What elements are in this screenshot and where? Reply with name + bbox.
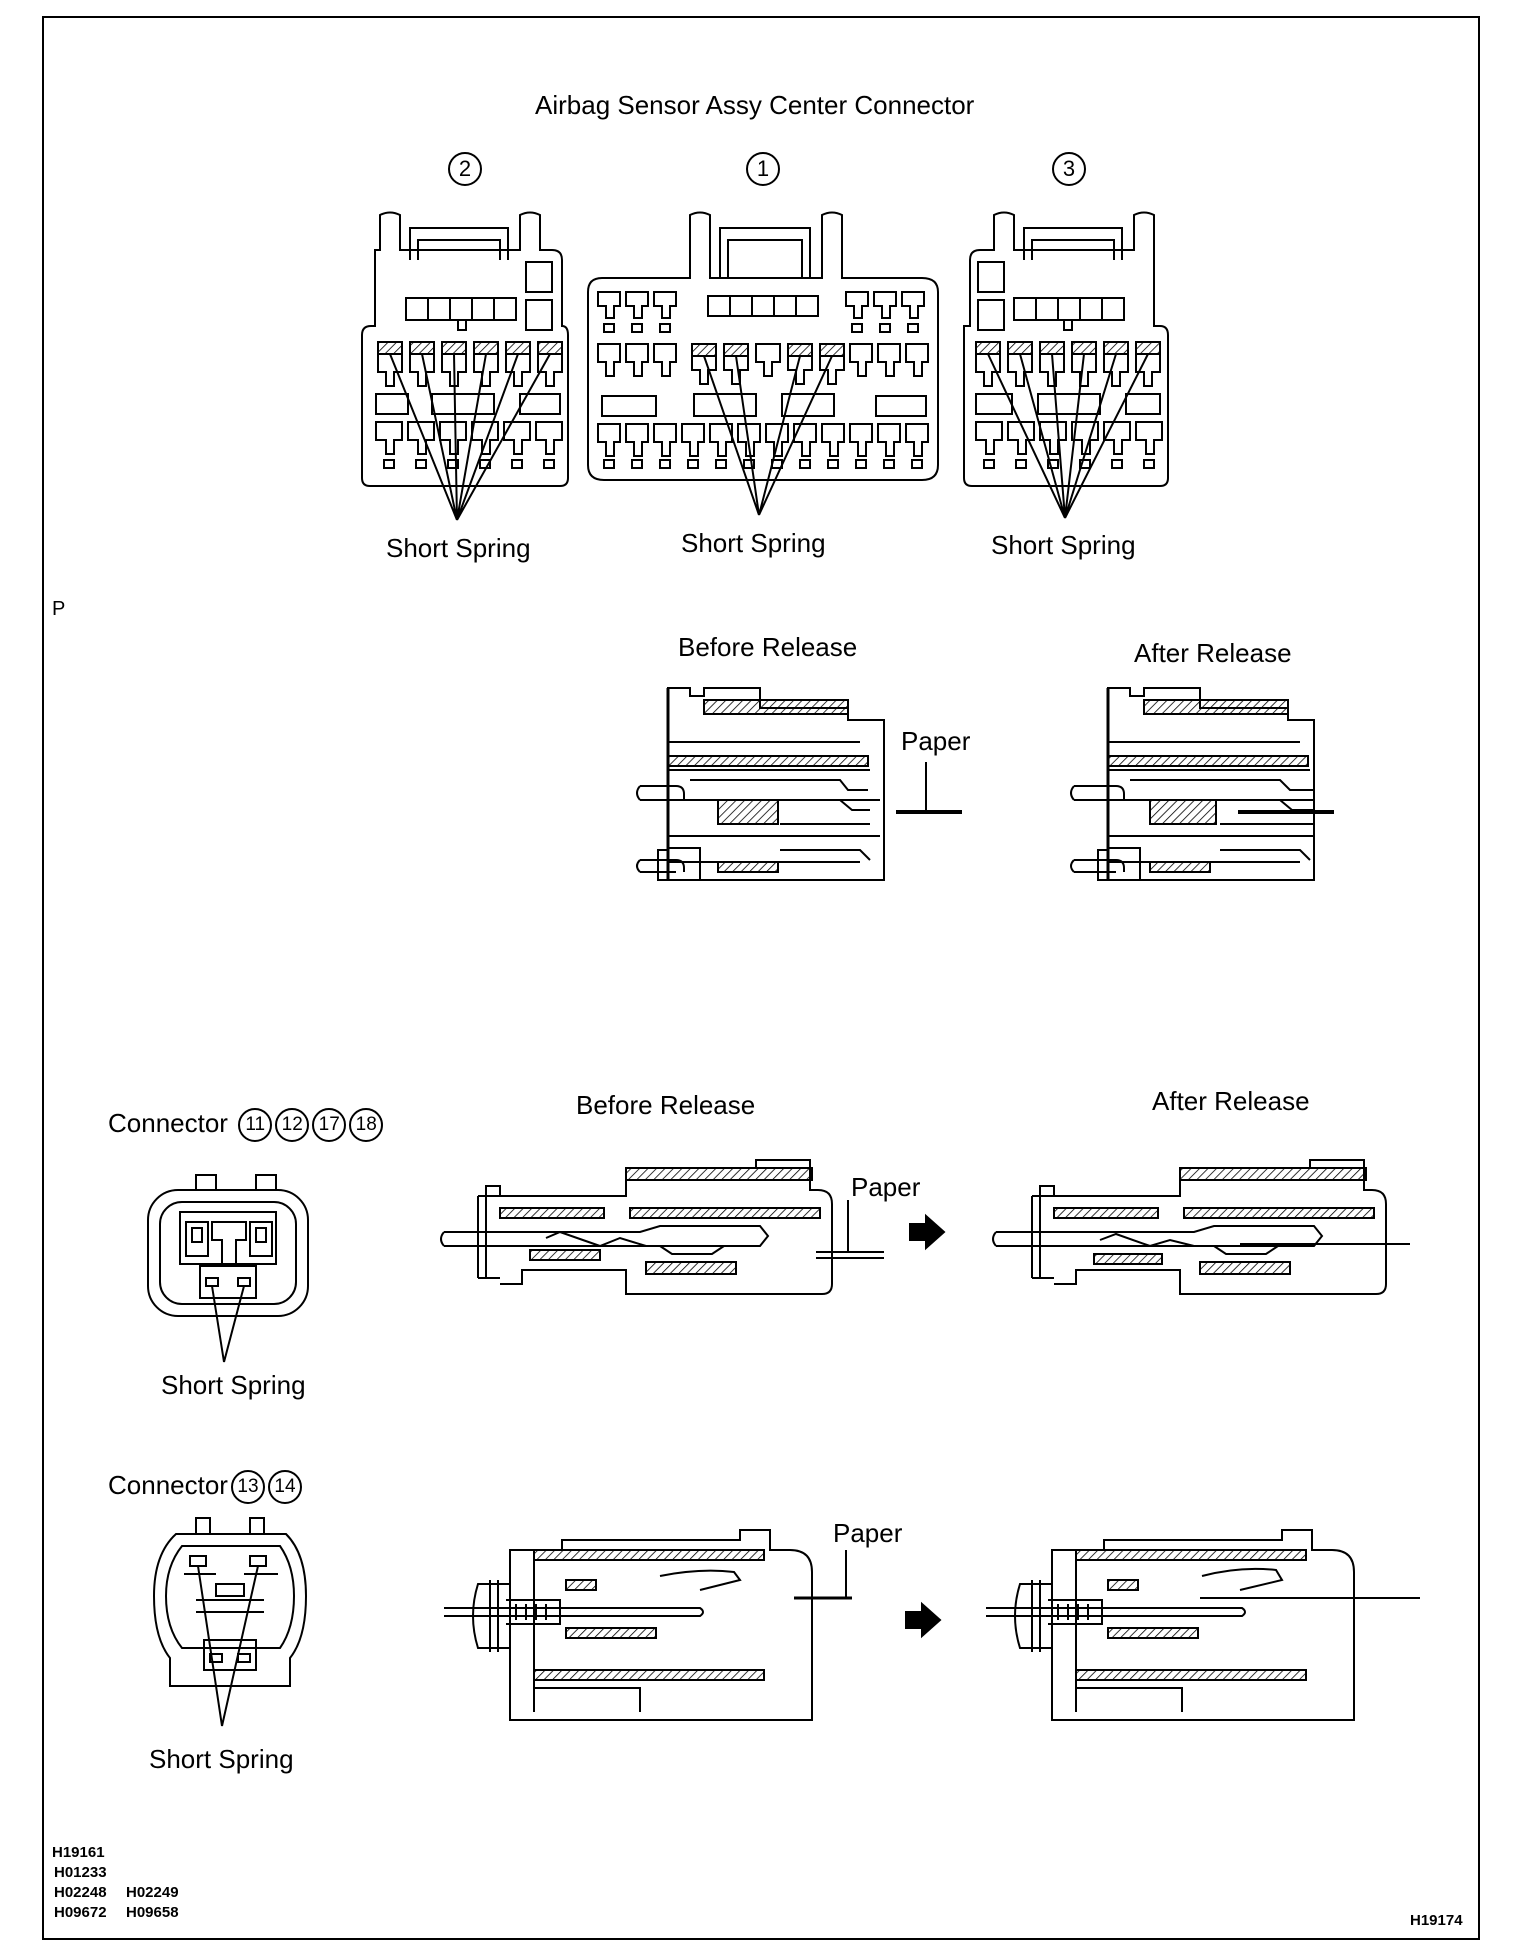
connector-number-12: 12 (275, 1108, 310, 1143)
connector-number-18: 18 (349, 1108, 384, 1143)
connector-b-before (444, 1529, 852, 1721)
paper-label-b: Paper (833, 1518, 903, 1548)
connector-b-after (986, 1529, 1420, 1721)
connector-number-17: 17 (312, 1108, 347, 1143)
connector-a-before (440, 1159, 884, 1295)
figure-border (42, 16, 1480, 1940)
short-spring-label-a: Short Spring (161, 1370, 306, 1400)
release-top-after (1070, 687, 1334, 881)
connector-number-3: 3 (1052, 152, 1086, 186)
short-spring-label-3: Short Spring (991, 530, 1136, 560)
ref-code: H01233 (54, 1864, 107, 1881)
after-release-label-a: After Release (1152, 1086, 1310, 1116)
before-release-label-top: Before Release (678, 632, 858, 662)
connector-a-prefix: Connector (108, 1108, 228, 1138)
side-letter: P (52, 598, 66, 620)
connector-a-after (992, 1159, 1410, 1295)
connector-number-11: 11 (238, 1108, 273, 1143)
paper-label-top: Paper (901, 726, 971, 756)
release-top-before (636, 687, 962, 881)
ref-code: H02249 (126, 1884, 179, 1901)
arrow-right-icon (909, 1213, 946, 1251)
connector-b-face (152, 1517, 308, 1727)
short-spring-label-1: Short Spring (681, 528, 826, 558)
connector-number-1: 1 (746, 152, 780, 186)
connector-3-drawing (963, 211, 1169, 519)
connector-1-drawing (587, 211, 939, 516)
paper-label-a: Paper (851, 1172, 921, 1202)
before-release-label-a: Before Release (576, 1090, 756, 1120)
connector-number-14: 14 (267, 1470, 302, 1505)
arrow-right-icon (905, 1601, 942, 1639)
connector-a-face (147, 1174, 309, 1363)
short-spring-label-2: Short Spring (386, 533, 531, 563)
figure-title: Airbag Sensor Assy Center Connector (535, 90, 975, 120)
ref-code: H09658 (126, 1904, 179, 1921)
connector-b-prefix: Connector (108, 1470, 228, 1500)
ref-code: H09672 (54, 1904, 107, 1921)
ref-code: H19161 (52, 1844, 105, 1861)
figure-id: H19174 (1410, 1912, 1463, 1929)
connector-2-drawing (361, 211, 569, 521)
ref-code: H02248 (54, 1884, 107, 1901)
connector-number-13: 13 (230, 1470, 265, 1505)
short-spring-label-b: Short Spring (149, 1744, 294, 1774)
after-release-label-top: After Release (1134, 638, 1292, 668)
connector-number-2: 2 (448, 152, 482, 186)
